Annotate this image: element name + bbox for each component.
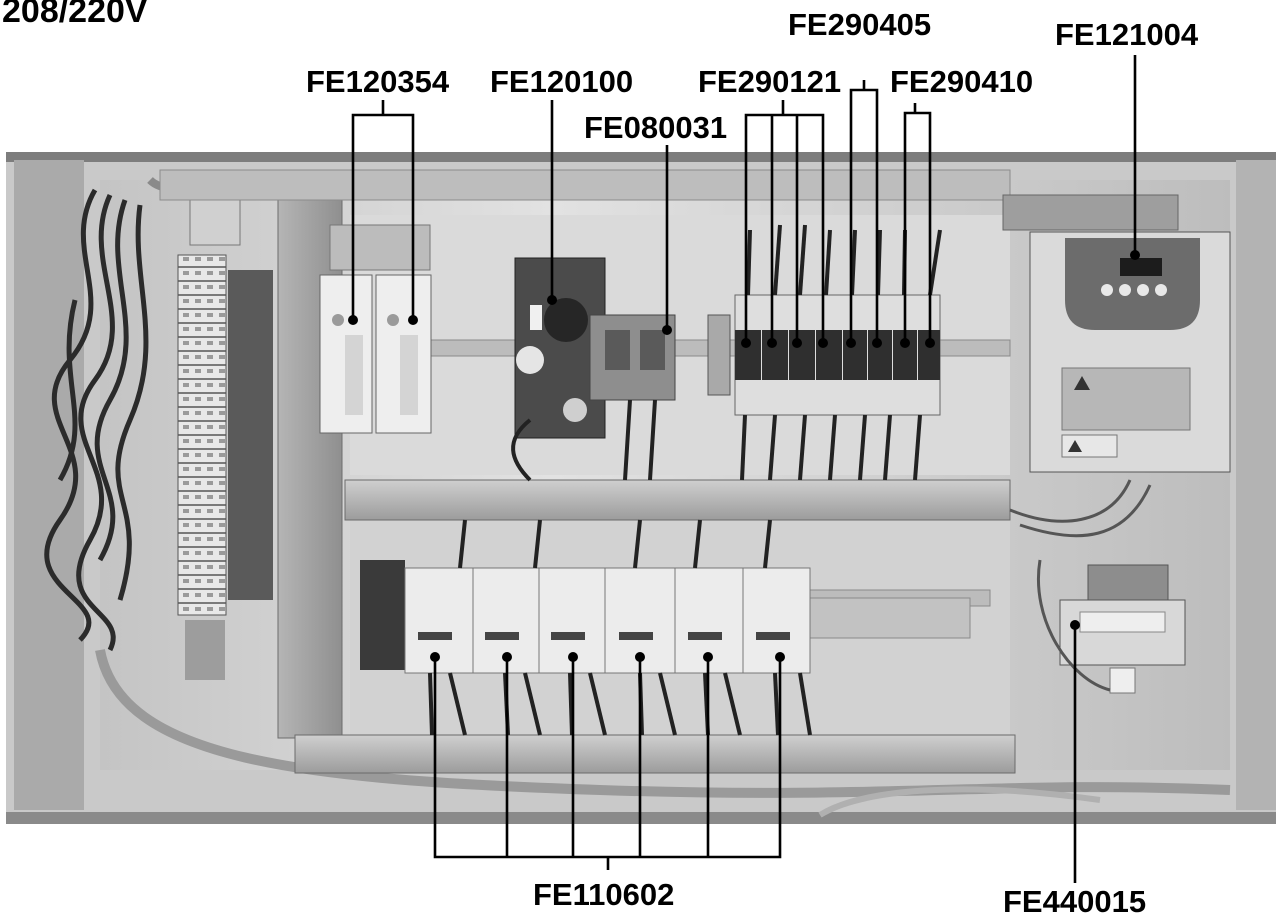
label-fe121004: FE121004 bbox=[1055, 17, 1199, 52]
label-fe120100: FE120100 bbox=[490, 64, 633, 99]
label-fe290410: FE290410 bbox=[890, 64, 1033, 99]
transformer bbox=[1059, 564, 1186, 694]
label-fe440015: FE440015 bbox=[1003, 884, 1146, 917]
label-fe290405: FE290405 bbox=[788, 7, 931, 42]
power-supplies bbox=[319, 224, 432, 434]
right-wires bbox=[1009, 479, 1152, 692]
label-fe080031: FE080031 bbox=[584, 110, 727, 145]
terminal-strip bbox=[177, 254, 227, 616]
label-fe120354: FE120354 bbox=[306, 64, 450, 99]
panel-photo bbox=[6, 152, 1276, 824]
bottom-duct bbox=[294, 734, 1016, 774]
label-fe290121: FE290121 bbox=[698, 64, 841, 99]
voltage-heading: 208/220V bbox=[2, 0, 148, 30]
contactor-row bbox=[360, 560, 811, 674]
wire-bundle bbox=[44, 176, 1231, 818]
callout-labels: FE120354 FE120100 FE080031 FE290121 FE29… bbox=[306, 7, 1199, 917]
middle-duct bbox=[344, 479, 1011, 521]
leader-lines bbox=[348, 55, 1140, 883]
vertical-duct bbox=[277, 187, 343, 739]
label-fe110602: FE110602 bbox=[533, 877, 674, 912]
vfd-drive bbox=[1002, 194, 1231, 473]
controller-board bbox=[514, 257, 676, 439]
